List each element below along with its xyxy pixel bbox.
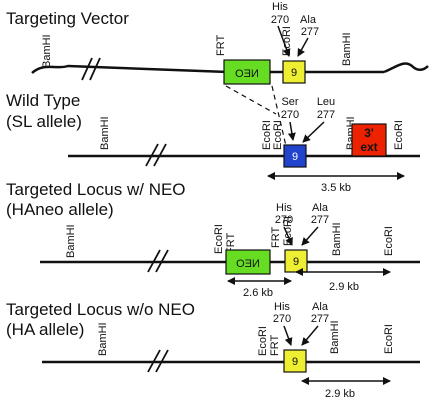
noneo-his-arrow [283, 325, 293, 346]
wt-leu: Leu [317, 96, 335, 108]
title-wild-type: Wild Type [6, 91, 80, 110]
noneo-bamhi-left: BamHI [97, 322, 109, 356]
wt-ecori-1: EcoRI [261, 120, 273, 150]
tv-bamhi-right: BamHI [341, 32, 353, 66]
neo-ala-arrow [301, 226, 319, 246]
neo-his-pos: 270 [275, 214, 293, 226]
tv-neo-label: NEO [235, 68, 259, 80]
neo-break-2 [155, 249, 169, 273]
tv-bamhi-left: BamHI [41, 34, 53, 68]
tv-line-left [31, 64, 229, 74]
neo-ecori-left: EcoRI [213, 224, 225, 254]
wt-3-ext-probe [351, 123, 387, 157]
neo-his: His [276, 202, 292, 214]
tv-his-pos: 270 [271, 14, 289, 26]
noneo-his-pos: 270 [273, 313, 291, 325]
wt-exon-9 [283, 144, 307, 168]
wt-ecori-right: EcoRI [393, 120, 405, 150]
noneo-bamhi-right: BamHI [329, 320, 341, 354]
tv-ala: Ala [300, 14, 317, 26]
wt-ecori-2: EcoRI [272, 120, 284, 150]
tv-break-2 [89, 57, 101, 81]
title-sl-allele: (SL allele) [6, 112, 82, 131]
noneo-ala-arrow [301, 325, 319, 346]
wt-distance-label: 3.5 kb [321, 182, 351, 194]
tv-frt: FRT [215, 35, 227, 56]
neo-ala-pos: 277 [311, 214, 329, 226]
noneo-exon-9-label: 9 [292, 356, 298, 368]
homology-dash-left [225, 85, 277, 115]
tv-exon-9-label: 9 [291, 67, 297, 79]
tv-exon-9 [282, 60, 306, 84]
wt-3-ext-label-2: ext [360, 140, 377, 154]
neo-bamhi-right: BamHI [331, 222, 343, 256]
noneo-his: His [274, 301, 290, 313]
neo-cassette [225, 249, 271, 275]
homology-dash-right [271, 85, 287, 147]
neo-frt-left: FRT [225, 233, 237, 254]
wt-break-2 [153, 143, 167, 167]
neo-frt-right: FRT [270, 227, 282, 248]
wt-leu-arrow [302, 121, 325, 143]
wt-ser-pos: 270 [281, 109, 299, 121]
noneo-ecori-right: EcoRI [383, 324, 395, 354]
title-ha-allele: (HA allele) [6, 320, 84, 339]
noneo-distance-label: 2.9 kb [325, 388, 355, 400]
tv-line-tail [383, 62, 429, 74]
tv-break-1 [81, 57, 93, 81]
title-haneo-allele: (HAneo allele) [6, 200, 114, 219]
tv-his-arrow [277, 25, 291, 57]
title-targeting-vector: Targeting Vector [6, 9, 129, 28]
neo-bamhi-left: BamHI [65, 224, 77, 258]
neo-ala: Ala [312, 202, 329, 214]
neo-ecori-right: EcoRI [383, 226, 395, 256]
tv-ala-pos: 277 [301, 26, 319, 38]
noneo-frt: FRT [269, 335, 281, 356]
tv-his: His [272, 1, 288, 13]
noneo-ala: Ala [312, 301, 329, 313]
noneo-break-2 [155, 349, 169, 373]
wt-exon-9-label: 9 [292, 151, 298, 163]
noneo-break-1 [147, 349, 161, 373]
wt-3-ext-label-1: 3' [364, 126, 374, 140]
wt-break-1 [145, 143, 159, 167]
title-targeted-noneo: Targeted Locus w/o NEO [6, 300, 195, 319]
neo-cassette-label: NEO [236, 258, 260, 270]
neo-his-arrow [283, 226, 293, 246]
neo-distance-label-right: 2.9 kb [329, 281, 359, 293]
noneo-ala-pos: 277 [311, 313, 329, 325]
noneo-exon-9 [283, 349, 307, 373]
tv-ala-arrow [297, 37, 309, 57]
noneo-ecori-left: EcoRI [257, 326, 269, 356]
wt-leu-pos: 277 [317, 109, 335, 121]
neo-exon-9-label: 9 [293, 256, 299, 268]
neo-distance-label-left: 2.6 kb [243, 287, 273, 299]
wt-bamhi-left: BamHI [99, 116, 111, 150]
title-targeted-neo: Targeted Locus w/ NEO [6, 180, 186, 199]
tv-neo-cassette [223, 59, 271, 85]
wt-ser-arrow [287, 121, 296, 141]
wt-ser: Ser [281, 96, 298, 108]
neo-break-1 [147, 249, 161, 273]
